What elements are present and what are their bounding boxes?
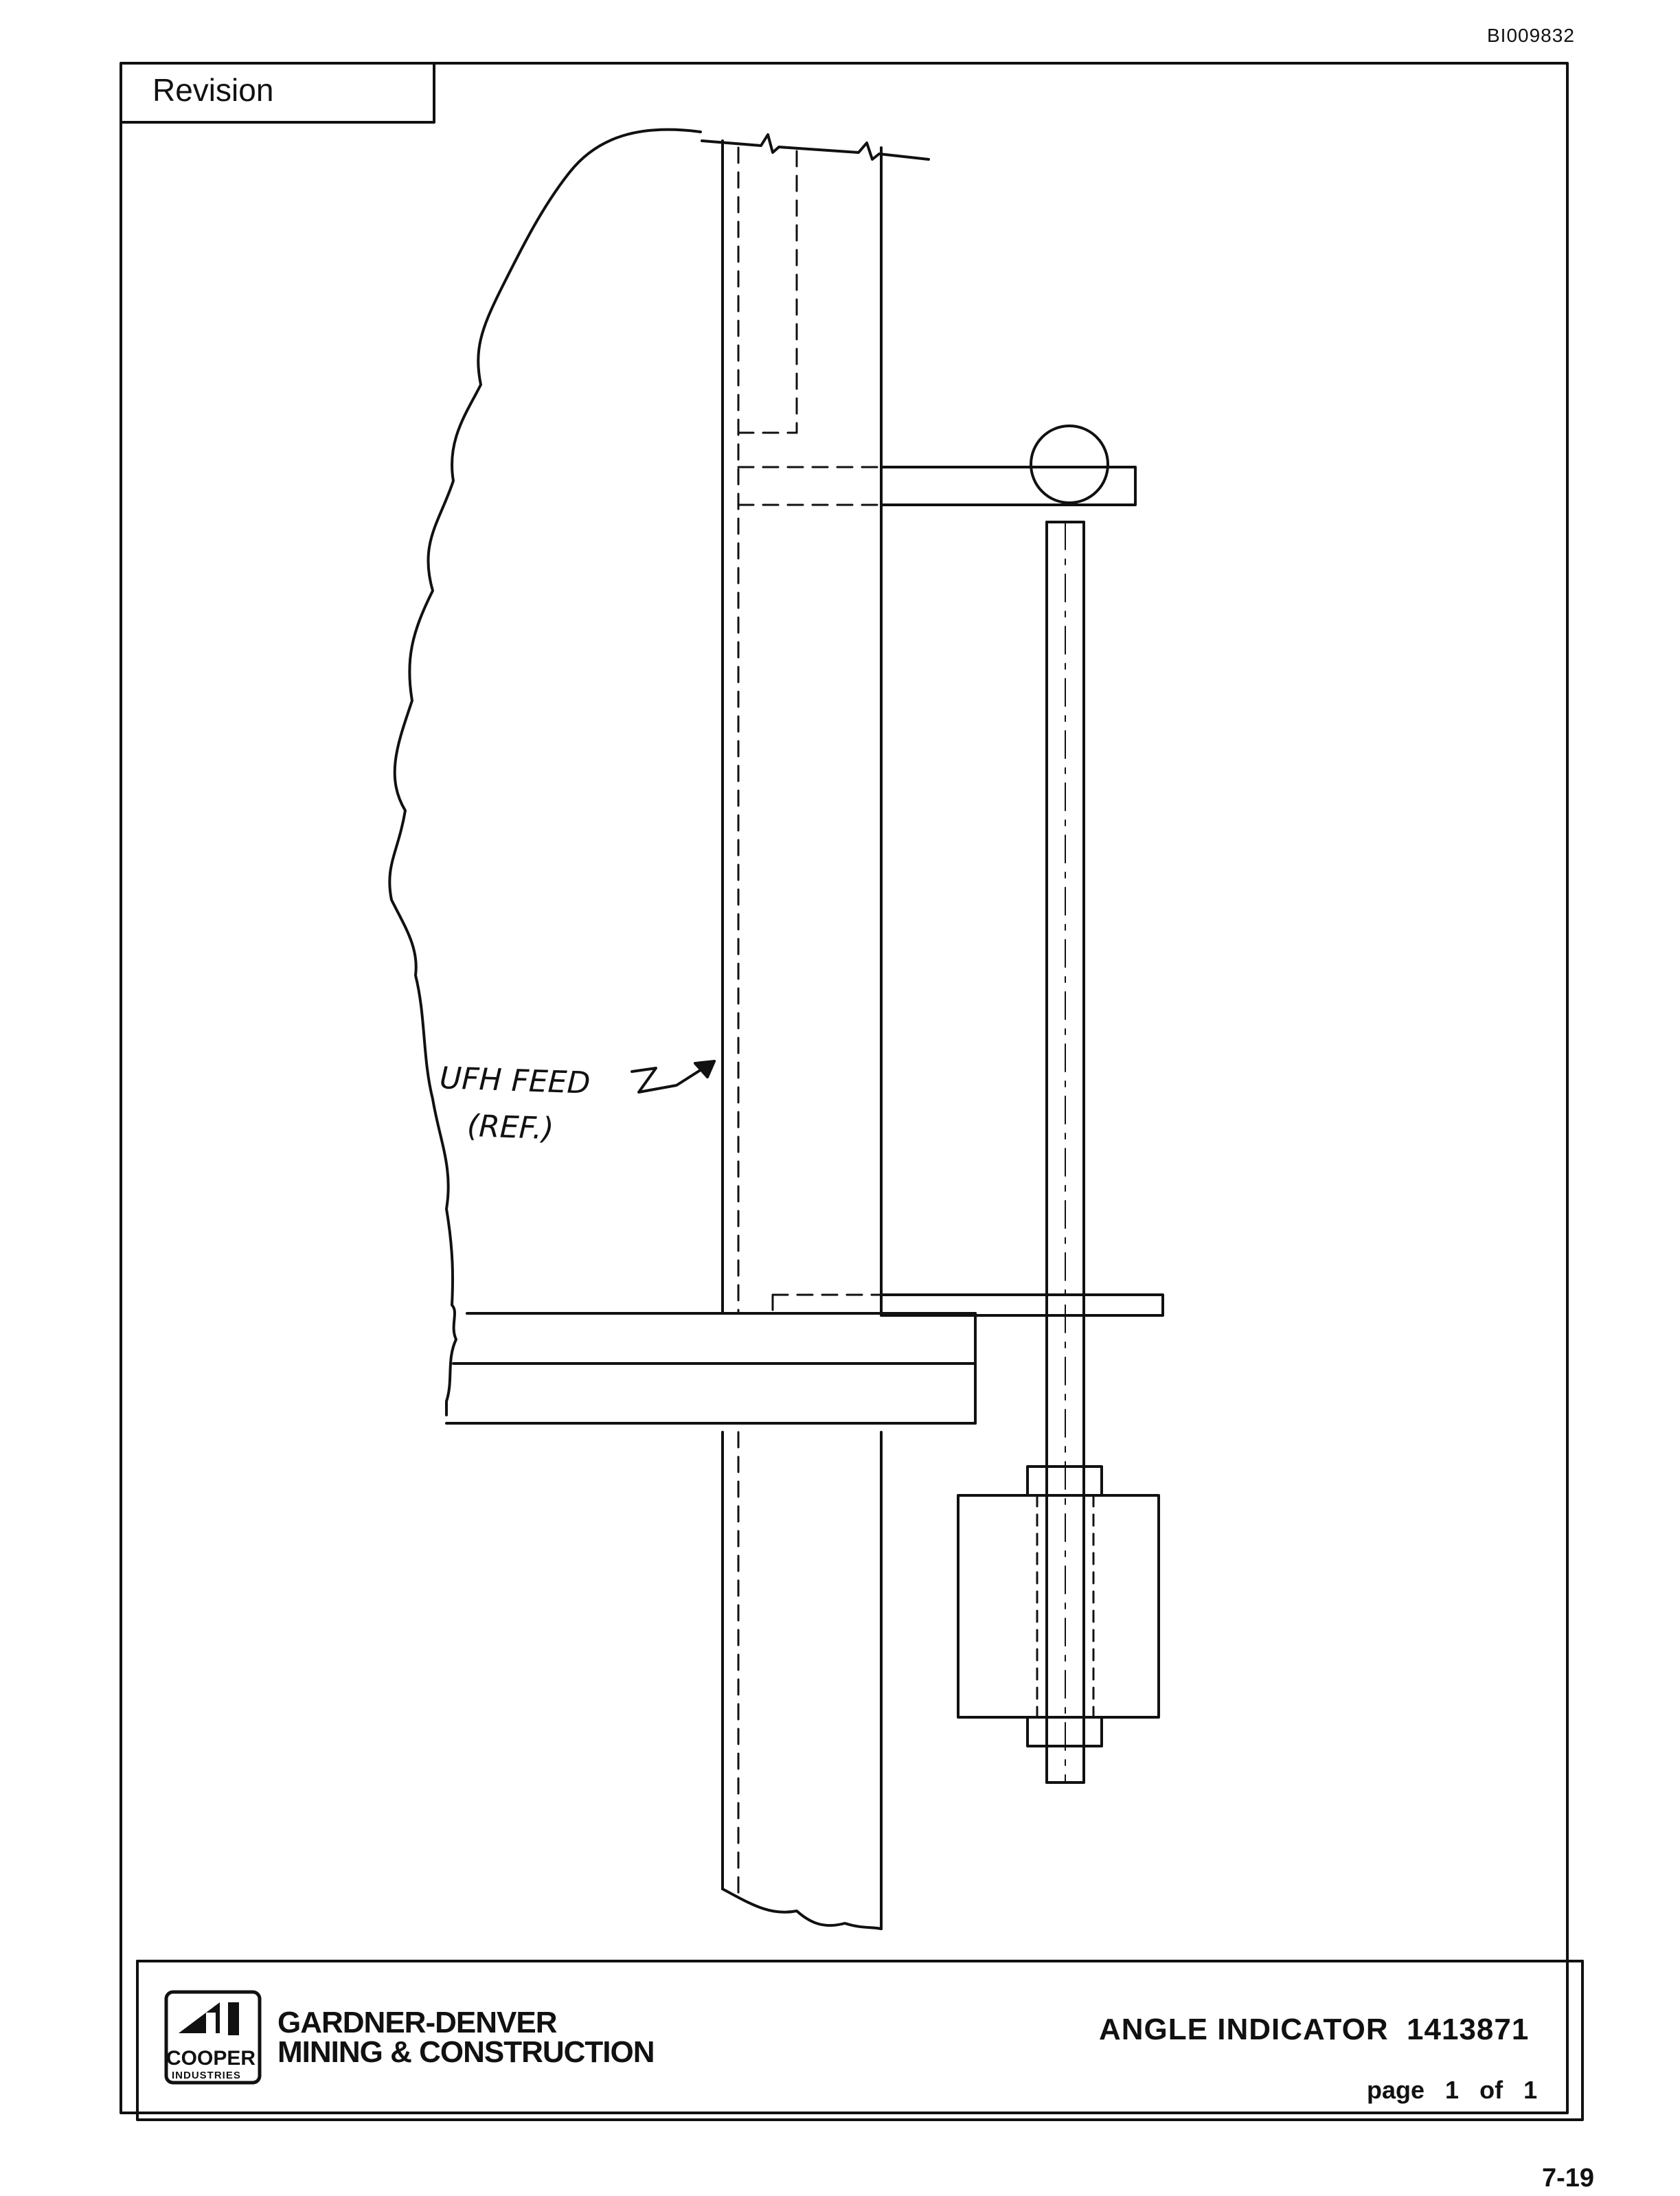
logo-box (164, 1990, 262, 2085)
annotation-leader (631, 1060, 716, 1094)
logo-cooper-text: COOPER (166, 2047, 256, 2070)
counterweight (957, 1494, 1160, 1719)
title-text: ANGLE INDICATOR (1099, 2013, 1389, 2046)
page-current: 1 (1445, 2076, 1460, 2104)
revision-box (120, 62, 435, 124)
arrow-head-icon (694, 1060, 716, 1078)
page-total: 1 (1523, 2076, 1538, 2104)
drawing-frame (120, 62, 1569, 2114)
break-line-top (701, 133, 930, 161)
indicator-ball (1030, 425, 1109, 504)
company-name-line-1: GARDNER-DENVER (277, 2006, 557, 2039)
drawing-title: ANGLE INDICATOR 1413871 (1099, 2013, 1529, 2047)
break-line-bottom (721, 1888, 883, 1930)
document-id: BI009832 (1487, 25, 1575, 46)
page-indicator: page 1 of 1 (1367, 2076, 1537, 2105)
top-arm (880, 466, 1137, 506)
annotation-line-2: (REF.) (466, 1108, 555, 1147)
revision-label: Revision (152, 72, 274, 108)
cooper-logo-mark (179, 2002, 239, 2035)
guide-plate (880, 1293, 1164, 1317)
part-number: 1413871 (1407, 2013, 1530, 2046)
sheet-number: 7-19 (1542, 2164, 1595, 2193)
annotation-line-1: UFH FEED (439, 1061, 591, 1101)
page-of-label: of (1479, 2076, 1503, 2104)
company-name-line-2: MINING & CONSTRUCTION (277, 2035, 655, 2069)
break-line-left (388, 128, 702, 1416)
page-label: page (1367, 2076, 1425, 2104)
logo-industries-text: INDUSTRIES (172, 2070, 241, 2081)
